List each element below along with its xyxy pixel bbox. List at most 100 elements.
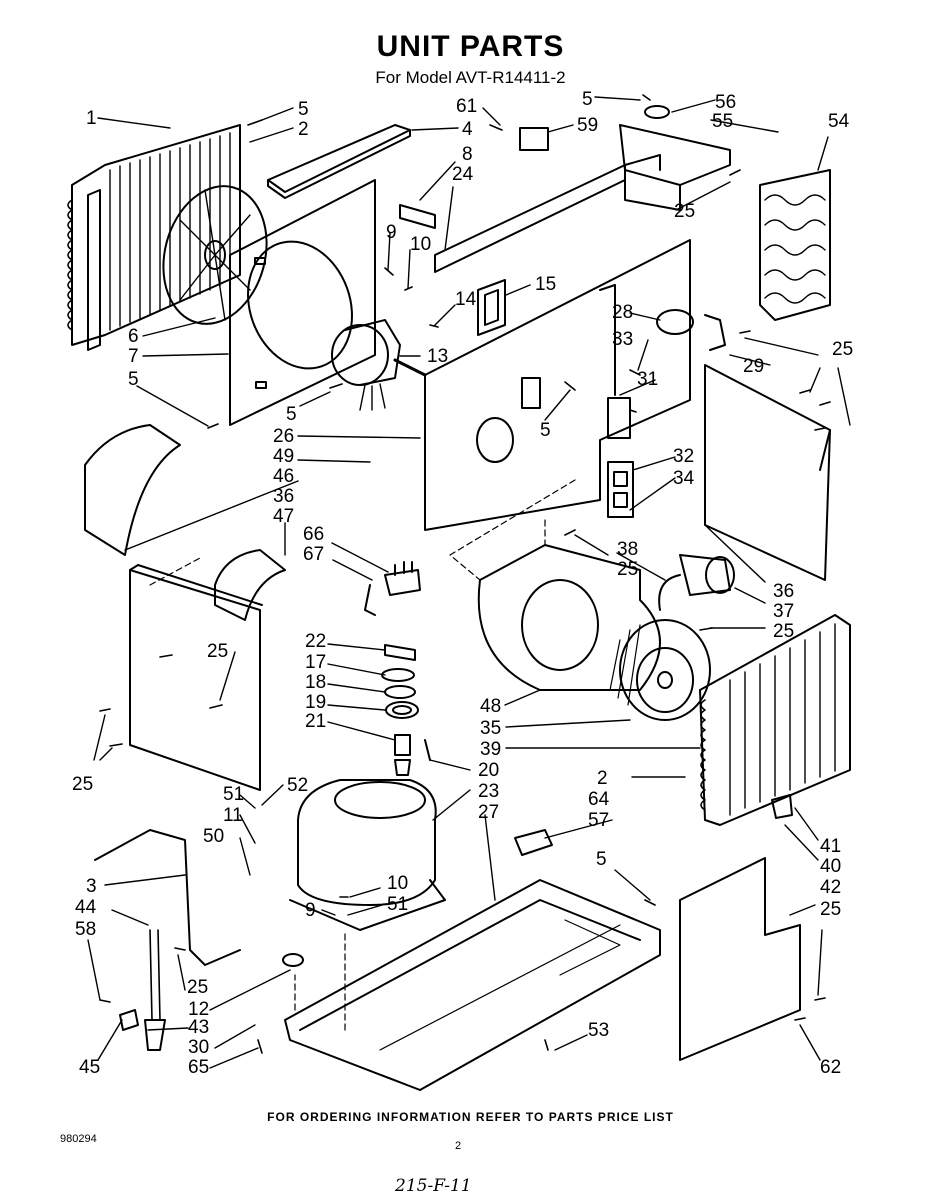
callout-5: 5 (128, 369, 139, 390)
callout-25: 25 (187, 977, 208, 998)
callout-12: 12 (188, 999, 209, 1020)
callout-5: 5 (582, 89, 593, 110)
callout-17: 17 (305, 652, 326, 673)
callout-2: 2 (597, 768, 608, 789)
callout-25: 25 (617, 559, 638, 580)
page-title: UNIT PARTS (376, 30, 565, 63)
callout-49: 49 (273, 446, 294, 467)
control-tray-part (519, 105, 731, 211)
callout-13: 13 (427, 346, 448, 367)
callout-43: 43 (188, 1017, 209, 1038)
callout-10: 10 (410, 234, 431, 255)
page-number: 2 (455, 1140, 462, 1152)
alignment-lines (149, 479, 576, 1031)
callout-25: 25 (207, 641, 228, 662)
callout-42: 42 (820, 877, 841, 898)
model-subtitle: For Model AVT-R14411-2 (375, 68, 566, 87)
callout-23: 23 (478, 781, 499, 802)
callout-55: 55 (712, 111, 733, 132)
callout-6: 6 (128, 326, 139, 347)
callout-5: 5 (596, 849, 607, 870)
grommet-set-part (381, 644, 419, 719)
callout-41: 41 (820, 836, 841, 857)
callout-labels: 1 5 2 4 61 5 56 59 55 54 8 24 25 9 10 15… (72, 89, 853, 1078)
fan-shroud-part (229, 179, 376, 426)
evaporator-coil-part (699, 614, 851, 826)
callout-52: 52 (287, 775, 308, 796)
callout-25: 25 (773, 621, 794, 642)
fitting-part (394, 734, 431, 776)
top-bracket-part (267, 124, 411, 199)
callout-26: 26 (273, 426, 294, 447)
callout-39: 39 (480, 739, 501, 760)
callout-61: 61 (456, 96, 477, 117)
clip-part (399, 204, 436, 229)
curved-deflector-part (214, 549, 286, 621)
air-deflector-part (84, 424, 181, 556)
fan-motor-part (331, 319, 427, 411)
callout-18: 18 (305, 672, 326, 693)
knob-part (771, 794, 793, 819)
ordering-info-footer: FOR ORDERING INFORMATION REFER TO PARTS … (267, 1110, 674, 1124)
callout-40: 40 (820, 856, 841, 877)
callout-20: 20 (478, 760, 499, 781)
callout-38: 38 (617, 539, 638, 560)
callout-14: 14 (455, 289, 477, 310)
callout-35: 35 (480, 718, 501, 739)
callout-66: 66 (303, 524, 324, 545)
callout-7: 7 (128, 346, 139, 367)
callout-57: 57 (588, 810, 609, 831)
callout-3: 3 (86, 876, 97, 897)
blower-motor-part (658, 554, 735, 611)
mount-part (282, 953, 304, 967)
callout-31: 31 (637, 369, 658, 390)
leader-lines (87, 96, 851, 1069)
refrigerant-tubing-part (94, 829, 241, 966)
callout-5: 5 (286, 404, 297, 425)
right-side-panel-part (704, 364, 831, 581)
callout-25: 25 (72, 774, 93, 795)
callout-11: 11 (223, 805, 243, 826)
callout-51: 51 (387, 894, 408, 915)
callout-9: 9 (305, 900, 316, 921)
callout-46: 46 (273, 466, 294, 487)
callout-25: 25 (820, 899, 841, 920)
callout-56: 56 (715, 92, 736, 113)
compressor-part (289, 779, 446, 931)
callout-15: 15 (535, 274, 556, 295)
callout-4: 4 (462, 119, 473, 140)
control-plate-part (607, 461, 634, 518)
callout-59: 59 (577, 115, 598, 136)
callout-48: 48 (480, 696, 501, 717)
callout-33: 33 (612, 329, 633, 350)
callout-25: 25 (674, 201, 695, 222)
gasket-part (477, 279, 506, 336)
callout-37: 37 (773, 601, 794, 622)
callout-50: 50 (203, 826, 224, 847)
callout-28: 28 (612, 302, 633, 323)
capacitor-part (656, 309, 726, 351)
callout-34: 34 (673, 468, 695, 489)
callout-25: 25 (832, 339, 853, 360)
switch-part (364, 561, 421, 616)
callout-36: 36 (273, 486, 294, 507)
center-partition-part (424, 239, 691, 531)
callout-9: 9 (386, 222, 397, 243)
handwritten-note: 215-F-11 (395, 1176, 472, 1196)
front-coil-part (67, 124, 241, 351)
blower-wheel-part (609, 619, 711, 721)
callout-30: 30 (188, 1037, 209, 1058)
callout-58: 58 (75, 919, 96, 940)
heater-element-part (759, 169, 831, 321)
callout-19: 19 (305, 692, 326, 713)
callout-24: 24 (452, 164, 474, 185)
callout-44: 44 (75, 897, 97, 918)
callout-67: 67 (303, 544, 324, 565)
callout-36: 36 (773, 581, 794, 602)
panel-cover-part (679, 857, 801, 1061)
callout-2: 2 (298, 119, 309, 140)
callout-29: 29 (743, 356, 764, 377)
left-side-panel-part (129, 564, 263, 791)
callout-51: 51 (223, 784, 244, 805)
